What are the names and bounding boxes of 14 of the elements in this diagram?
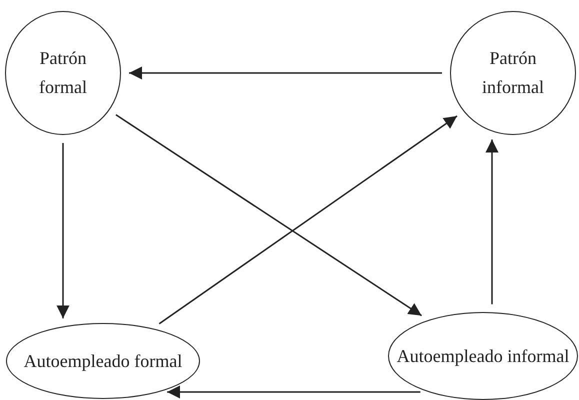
ellipse-node — [450, 11, 576, 135]
arrow — [116, 114, 422, 316]
arrow — [56, 143, 70, 318]
ellipse-node — [5, 11, 121, 135]
arrow — [158, 115, 458, 324]
arrow — [167, 386, 420, 398]
node-label: Patrón informal — [481, 47, 545, 99]
ellipse-node — [388, 312, 578, 400]
node-label: Autoempleado informal — [396, 344, 570, 368]
arrow — [129, 66, 442, 80]
ellipse-node — [6, 323, 200, 399]
node-label: Autoempleado formal — [22, 350, 184, 373]
arrow — [486, 139, 498, 304]
node-label: Patrón formal — [38, 47, 88, 99]
